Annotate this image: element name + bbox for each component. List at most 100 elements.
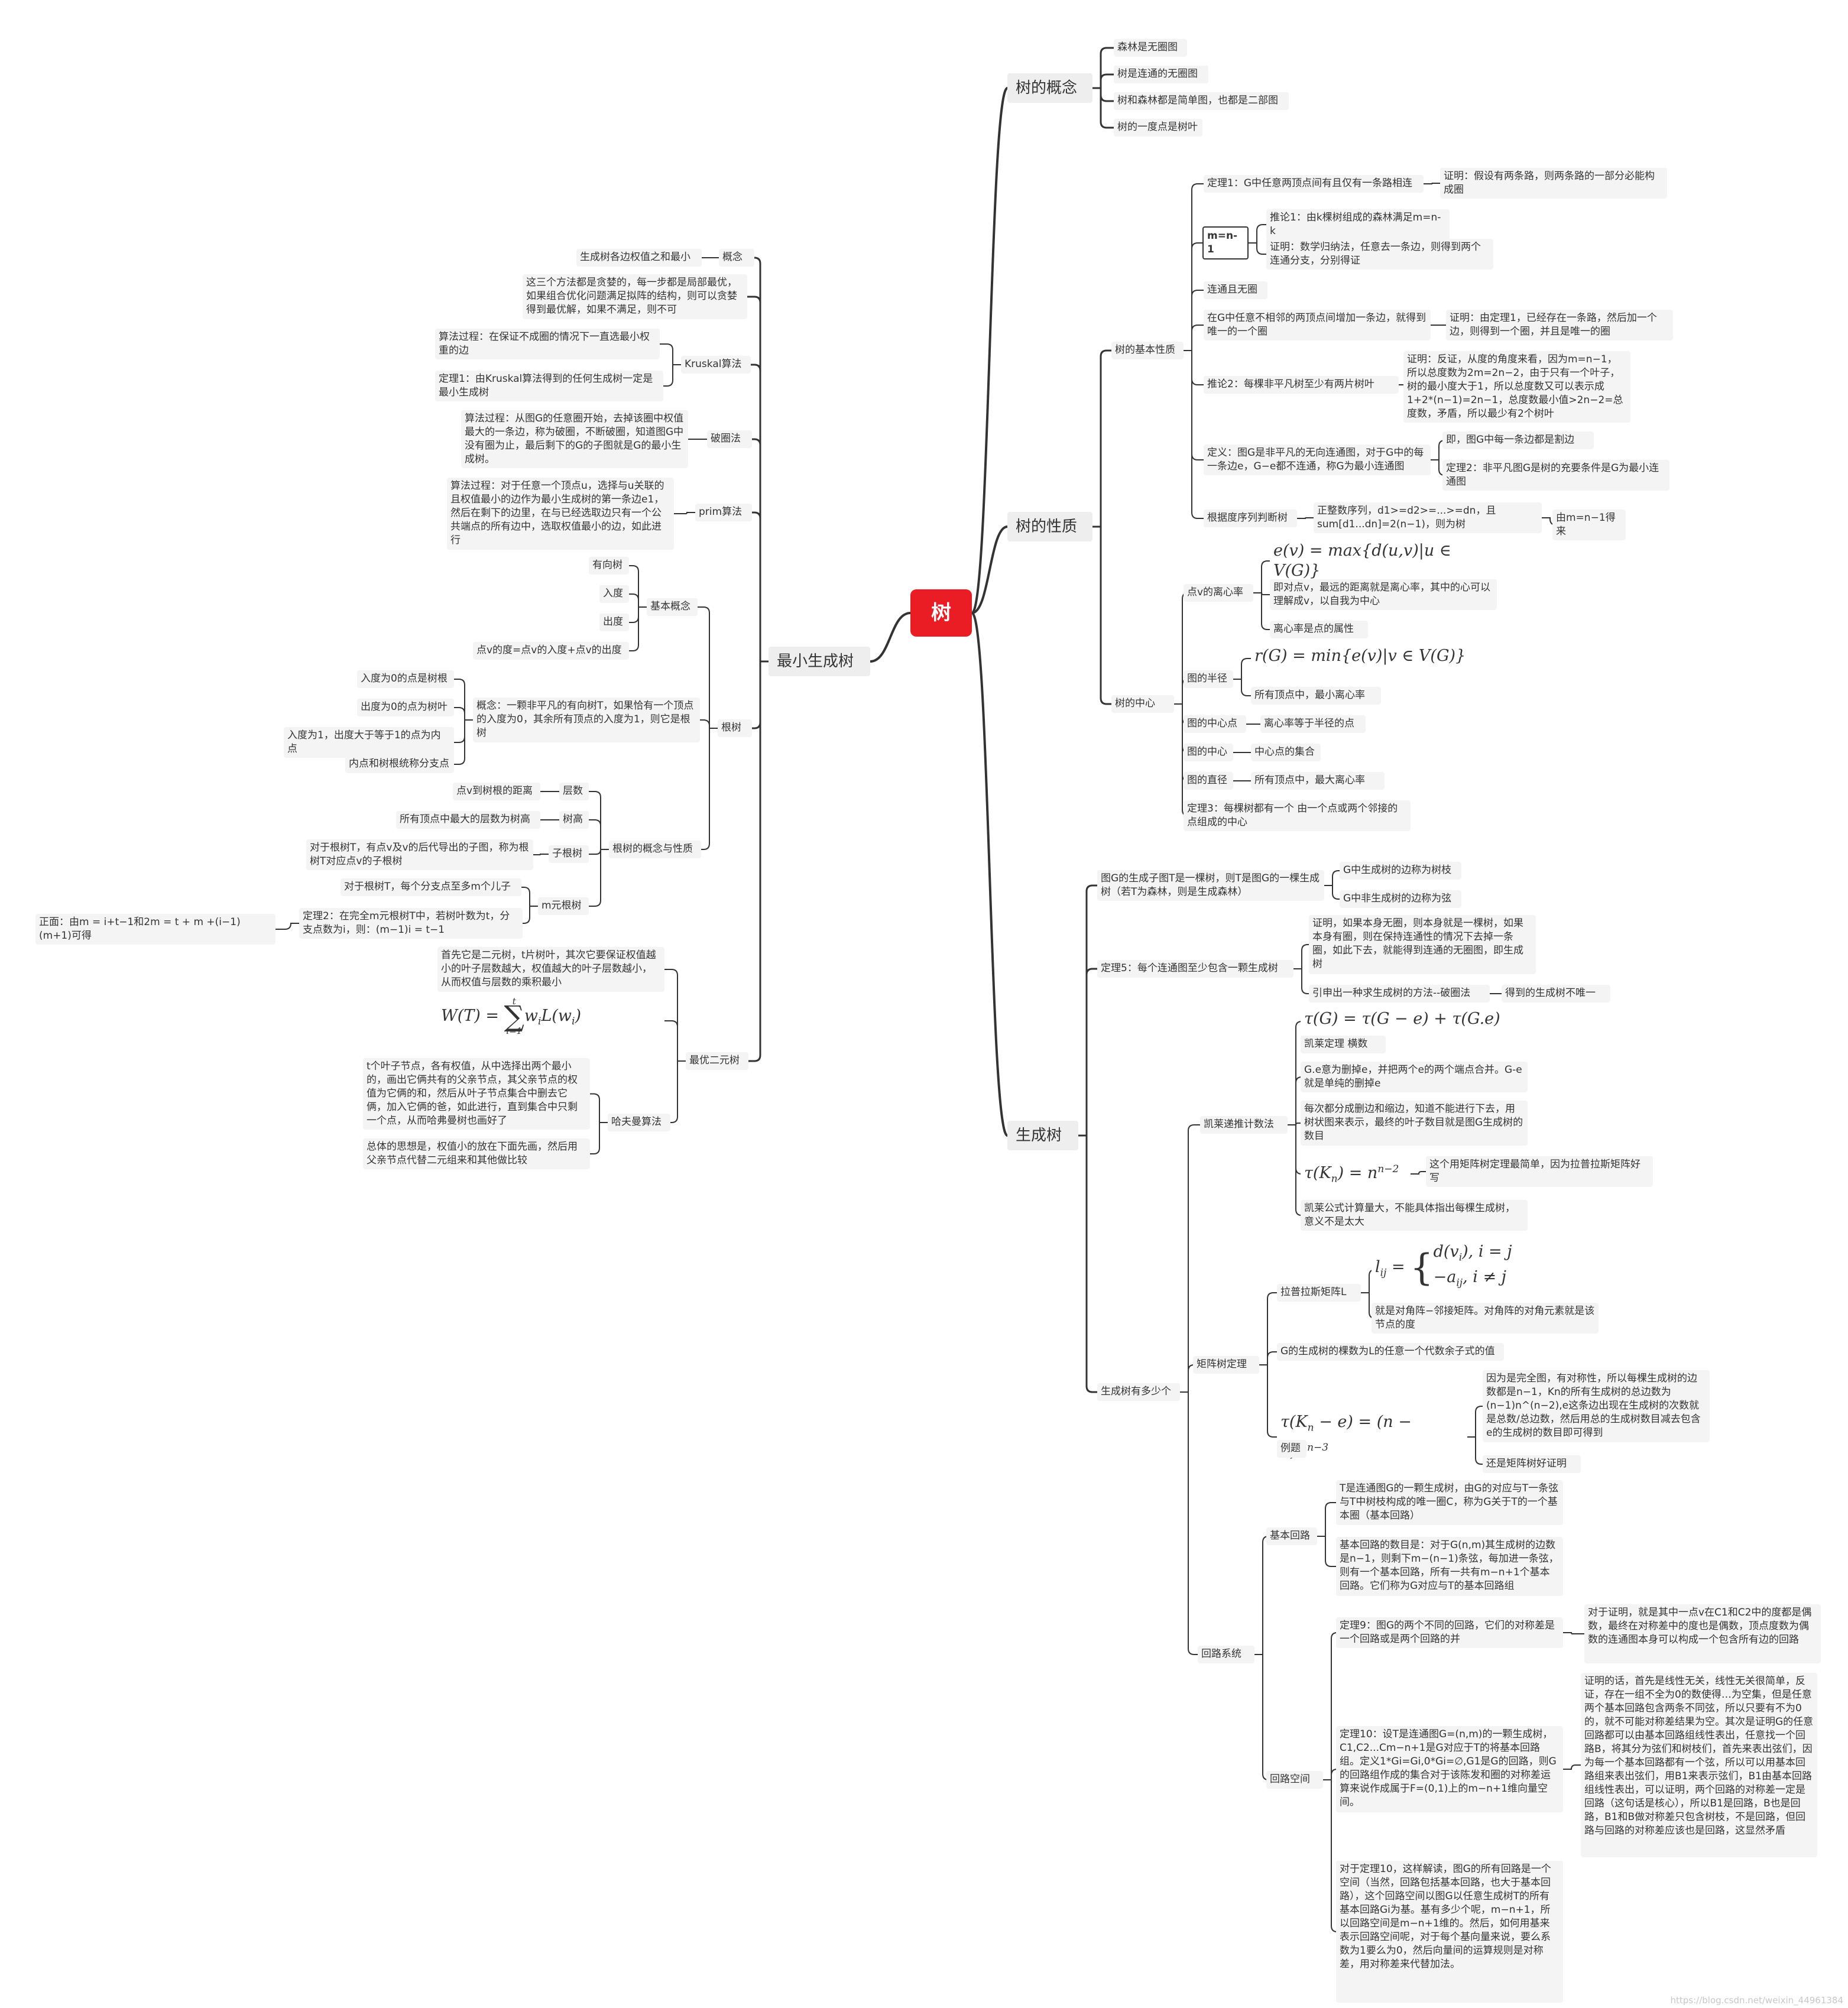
theorem9-proof[interactable]: 对于证明，就是其中一点v在C1和C2中的度都是偶数，最终在对称差中的度也是偶数，… xyxy=(1584,1604,1821,1663)
min-connected-def[interactable]: 定义：图G是非平凡的无向连通图，对于G中的每一条边e，G−e都不连通，称G为最小… xyxy=(1204,445,1431,475)
rooted-props-label[interactable]: 根树的概念与性质 xyxy=(609,841,701,858)
degree-seq-text[interactable]: 正整数序列，d1>=d2>=...>=dn，且sum[d1...dn]=2(n−… xyxy=(1314,502,1542,533)
count-label[interactable]: 生成树有多少个 xyxy=(1097,1383,1180,1401)
basic-circuit-def[interactable]: T是连通图G的一颗生成树，由G的对应与T一条弦与T中树枝构成的唯一圈C，称为G关… xyxy=(1336,1480,1563,1525)
recursion-note[interactable]: 每次都分成删边和缩边，知道不能进行下去，用树状图来表示，最终的叶子数目就是图G生… xyxy=(1301,1101,1528,1146)
corollary1[interactable]: 推论1：由k棵树组成的森林满足m=n-k xyxy=(1266,209,1450,240)
radius-formula[interactable]: r(G) = min{e(v)|v ∈ V(G)} xyxy=(1251,644,1474,673)
rooted-tree-label[interactable]: 根树 xyxy=(718,719,752,737)
huffman-text1[interactable]: t个叶子节点，各有权值，从中选择出两个最小的，画出它俩共有的父亲节点，其父亲节点… xyxy=(363,1058,590,1130)
prim-label[interactable]: prim算法 xyxy=(695,504,752,521)
mary-tree-label[interactable]: m元根树 xyxy=(538,897,589,915)
theorem10-explanation[interactable]: 对于定理10，这样解读，图G的所有回路是一个空间（当然，回路包括基本回路，也大于… xyxy=(1336,1861,1563,2003)
corollary1-proof[interactable]: 证明：数学归纳法，任意去一条边，则得到两个连通分支，分别得证 xyxy=(1266,239,1493,270)
cayley-formula[interactable]: τ(Kn) = nn−2 xyxy=(1301,1157,1411,1191)
height-label[interactable]: 树高 xyxy=(559,811,589,829)
prim-text[interactable]: 算法过程：对于任意一个顶点u，选择与u关联的且权值最小的边作为最小生成树的第一条… xyxy=(447,478,674,550)
rooted-basic-label[interactable]: 基本概念 xyxy=(647,598,698,616)
center-label[interactable]: 图的中心 xyxy=(1184,744,1233,761)
cofactor-note[interactable]: G的生成树的棵数为L的任意一个代数余子式的值 xyxy=(1277,1343,1504,1361)
cayley-formula-note[interactable]: 这个用矩阵树定理最简单，因为拉普拉斯矩阵好写 xyxy=(1426,1156,1653,1187)
theorem5-proof[interactable]: 证明，如果本身无圈，则本身就是一棵树，如果本身有圈，则在保持连通性的情况下去掉一… xyxy=(1309,915,1536,974)
matrix-tree-label[interactable]: 矩阵树定理 xyxy=(1193,1356,1259,1374)
break-circle-text[interactable]: 算法过程：从图G的任意圈开始，去掉该圈中权值最大的一条边，称为破圈，不断破圈，知… xyxy=(461,410,688,468)
kruskal-label[interactable]: Kruskal算法 xyxy=(681,356,751,374)
center-point-text[interactable]: 离心率等于半径的点 xyxy=(1260,715,1366,733)
example-proof[interactable]: 因为是完全图，有对称性，所以每棵生成树的边数都是n−1，Kn的所有生成树的总边数… xyxy=(1483,1370,1710,1442)
add-edge-property[interactable]: 在G中任意不相邻的两顶点间增加一条边，就得到唯一的一个圈 xyxy=(1204,310,1431,340)
rooted-concept-text[interactable]: 概念：一颗非平凡的有向树T，如果恰有一个顶点的入度为0，其余所有顶点的入度为1，… xyxy=(473,698,700,742)
optimal-binary-desc[interactable]: 首先它是二元树，t片树叶，其次它要保证权值越小的叶子层数越大，权值越大的叶子层数… xyxy=(437,947,664,992)
contraction-note[interactable]: G.e意为删掉e，并把两个e的两个端点合并。G-e就是单纯的删掉e xyxy=(1301,1062,1528,1092)
diameter-text[interactable]: 所有顶点中，最大离心率 xyxy=(1251,772,1385,790)
m-equals-n-minus-1[interactable]: m=n-1 xyxy=(1202,226,1249,259)
basic-item-indegree[interactable]: 入度 xyxy=(599,585,629,603)
spanning-def[interactable]: 图G的生成子图T是一棵树，则T是图G的一棵生成树（若T为森林，则是生成森林） xyxy=(1097,870,1324,901)
center-text[interactable]: 中心点的集合 xyxy=(1251,744,1321,761)
tree-concept-forest[interactable]: 森林是无圈图 xyxy=(1114,39,1187,57)
laplacian-formula[interactable]: lij = {d(vi), i = j−aij, i ≠ j xyxy=(1372,1240,1543,1299)
chord-note[interactable]: G中非生成树的边称为弦 xyxy=(1340,890,1461,908)
cayley-label[interactable]: 凯莱递推计数法 xyxy=(1200,1116,1288,1134)
mst-concept-label[interactable]: 概念 xyxy=(719,249,754,267)
cayley-cost-note[interactable]: 凯莱公式计算量大，不能具体指出每棵生成树，意义不是太大 xyxy=(1301,1200,1528,1231)
rooted-item-inner[interactable]: 入度为1，出度大于等于1的点为内点 xyxy=(284,727,454,758)
circuit-system-label[interactable]: 回路系统 xyxy=(1198,1646,1254,1663)
degree-seq-derive[interactable]: 由m=n−1得来 xyxy=(1552,510,1626,540)
basic-item-outdegree[interactable]: 出度 xyxy=(599,614,629,631)
rooted-item-leaf[interactable]: 出度为0的点为树叶 xyxy=(357,699,454,716)
add-edge-proof[interactable]: 证明：由定理1，已经存在一条路，然后加一个边，则得到一个圈，并且是唯一的圈 xyxy=(1446,310,1673,340)
mary-proof[interactable]: 正面：由m = i+t−1和2m = t + m +(i−1)(m+1)可得 xyxy=(35,914,275,945)
deletion-contraction-formula[interactable]: τ(G) = τ(G − e) + τ(G.e) xyxy=(1301,1007,1528,1036)
theorem5[interactable]: 定理5：每个连通图至少包含一颗生成树 xyxy=(1097,960,1293,978)
break-circle-label[interactable]: 破圈法 xyxy=(707,430,752,448)
cayley-theorem-note[interactable]: 凯莱定理 横数 xyxy=(1301,1036,1386,1053)
mst-greedy-note[interactable]: 这三个方法都是贪婪的，每一步都是局部最优，如果组合优化问题满足拟阵的结构，则可以… xyxy=(523,274,747,319)
laplacian-label[interactable]: 拉普拉斯矩阵L xyxy=(1277,1284,1361,1302)
example-label[interactable]: 例题 xyxy=(1277,1440,1306,1458)
topic-mst[interactable]: 最小生成树 xyxy=(769,647,870,676)
tree-center-label[interactable]: 树的中心 xyxy=(1111,695,1174,713)
theorem3[interactable]: 定理3：每棵树都有一个 由一个点或两个邻接的点组成的中心 xyxy=(1184,800,1411,831)
basic-item-directed-tree[interactable]: 有向树 xyxy=(589,557,629,575)
topic-tree-props[interactable]: 树的性质 xyxy=(1007,512,1092,541)
radius-label[interactable]: 图的半径 xyxy=(1184,670,1233,688)
tree-concept-simple[interactable]: 树和森林都是简单图，也都是二部图 xyxy=(1114,92,1289,110)
level-text[interactable]: 点v到树根的距离 xyxy=(453,783,540,800)
degree-seq-label[interactable]: 根据度序列判断树 xyxy=(1204,510,1297,527)
tree-concept-leaf[interactable]: 树的一度点是树叶 xyxy=(1114,119,1202,137)
kruskal-theorem[interactable]: 定理1：由Kruskal算法得到的任何生成树一定是最小生成树 xyxy=(435,371,663,401)
height-text[interactable]: 所有顶点中最大的层数为树高 xyxy=(396,811,540,829)
basic-props-label[interactable]: 树的基本性质 xyxy=(1111,342,1184,359)
eccentricity-note[interactable]: 即对点v，最远的距离就是离心率，其中的心可以理解成v，以自我为中心 xyxy=(1270,579,1497,610)
basic-circuit-count[interactable]: 基本回路的数目是：对于G(n,m)其生成树的边数是n−1，则剩下m−(n−1)条… xyxy=(1336,1537,1563,1596)
not-unique-note[interactable]: 得到的生成树不唯一 xyxy=(1502,985,1610,1003)
theorem10-proof[interactable]: 证明的话，首先是线性无关，线性无关很简单，反证，存在一组不全为0的数使得…为空集… xyxy=(1581,1673,1817,1857)
theorem2[interactable]: 定理2：非平凡图G是树的充要条件是G为最小连通图 xyxy=(1442,460,1669,491)
radius-note[interactable]: 所有顶点中，最小离心率 xyxy=(1251,687,1381,705)
circuit-space-label[interactable]: 回路空间 xyxy=(1266,1771,1323,1789)
eccentricity-formula[interactable]: e(v) = max{d(u,v)|u ∈ V(G)} xyxy=(1270,539,1496,583)
topic-tree-concept[interactable]: 树的概念 xyxy=(1007,73,1092,103)
mst-concept-text[interactable]: 生成树各边权值之和最小 xyxy=(576,249,702,267)
subtree-text[interactable]: 对于根树T，有点v及v的后代导出的子图，称为根树T对应点v的子根树 xyxy=(306,839,533,870)
kruskal-process[interactable]: 算法过程：在保证不成圈的情况下一直选最小权重的边 xyxy=(435,329,660,359)
theorem1[interactable]: 定理1：G中任意两顶点间有且仅有一条路相连 xyxy=(1204,175,1424,193)
root-topic[interactable]: 树 xyxy=(910,589,972,637)
tree-concept-connected[interactable]: 树是连通的无圈图 xyxy=(1114,66,1208,83)
mary-def[interactable]: 对于根树T，每个分支点至多m个儿子 xyxy=(341,878,521,896)
matrix-tree-easier[interactable]: 还是矩阵树好证明 xyxy=(1483,1455,1581,1473)
huffman-text2[interactable]: 总体的思想是，权值小的放在下面先画，然后用父亲节点代替二元组来和其他做比较 xyxy=(363,1138,590,1169)
diameter-label[interactable]: 图的直径 xyxy=(1184,772,1233,790)
theorem10[interactable]: 定理10：设T是连通图G=(n,m)的一颗生成树，C1,C2...Cm−n+1是… xyxy=(1336,1726,1563,1812)
rooted-item-root[interactable]: 入度为0的点是树根 xyxy=(357,670,454,688)
topic-spanning-tree[interactable]: 生成树 xyxy=(1007,1121,1078,1150)
rooted-item-branch[interactable]: 内点和树根统称分支点 xyxy=(345,755,454,773)
theorem1-proof[interactable]: 证明：假设有两条路，则两条路的一部分必能构成圈 xyxy=(1440,168,1667,199)
basic-circuit-label[interactable]: 基本回路 xyxy=(1266,1527,1317,1545)
twig-note[interactable]: G中生成树的边称为树枝 xyxy=(1340,862,1461,880)
subtree-label[interactable]: 子根树 xyxy=(549,845,589,863)
theorem9[interactable]: 定理9：图G的两个不同的回路，它们的对称差是一个回路或是两个回路的并 xyxy=(1336,1617,1563,1648)
center-point-label[interactable]: 图的中心点 xyxy=(1184,715,1246,733)
